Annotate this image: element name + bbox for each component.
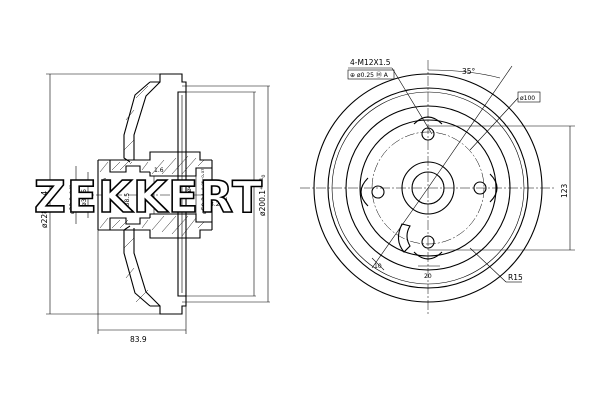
dim-overall-dia: ø228±0.4 [40,191,49,228]
bolt-hole-top [421,127,435,141]
dim-hub-44: ø44 [186,181,193,192]
dim-10: 10 [374,263,382,270]
front-view: 35° 4-M12X1.5 ⊕ ø0.25 Ⓜ A ø100 123 10 20… [300,58,575,316]
bolt-hole-right [473,181,487,195]
dim-length: 83.9 [130,335,147,344]
dim-bore-305: ø30.5 [81,189,88,206]
dim-bore-52: ø52 [222,197,229,208]
dim-bore-60: ø60 [138,195,145,206]
angle-label: 35° [462,67,476,76]
hatch-upper-hub [99,85,205,175]
pcd-label: ø100 [520,95,535,102]
tolerance-box: ⊕ ø0.25 Ⓜ A [350,71,389,79]
thread-label: 4-M12X1.5 [350,58,391,67]
dim-16: 1.6 [154,167,164,174]
dim-dia-2001: ø200.1⁺⁰·¹₀ [258,175,267,216]
side-section-view: ø228±0.4 ø32.8⁻⁰·⁰³ ø30.5 5 5 ø38.5 ø60 … [40,73,270,344]
radius-label: R15 [508,273,523,282]
dim-32: 3.2 [210,201,220,208]
dim-bore-32: ø32.8⁻⁰·⁰³ [69,184,76,214]
bolt-hole-left [371,185,385,199]
dim-5-a: 5 [103,178,107,185]
dim-bore-385: ø38.5 [124,193,131,210]
dim-dia-1945: ø194.5 [244,186,253,212]
dim-123: 123 [560,183,569,198]
bolt-hole-bottom [421,235,435,249]
dim-bore-50: ø50.24⁻⁰·⁰⁵⁻⁰·⁰⁷ [201,168,208,214]
hatch-lower-hub [99,215,205,303]
dim-20: 20 [424,273,432,280]
dim-5-b: 5 [103,207,107,214]
watermark-logo: ZEKKERT [34,172,263,223]
